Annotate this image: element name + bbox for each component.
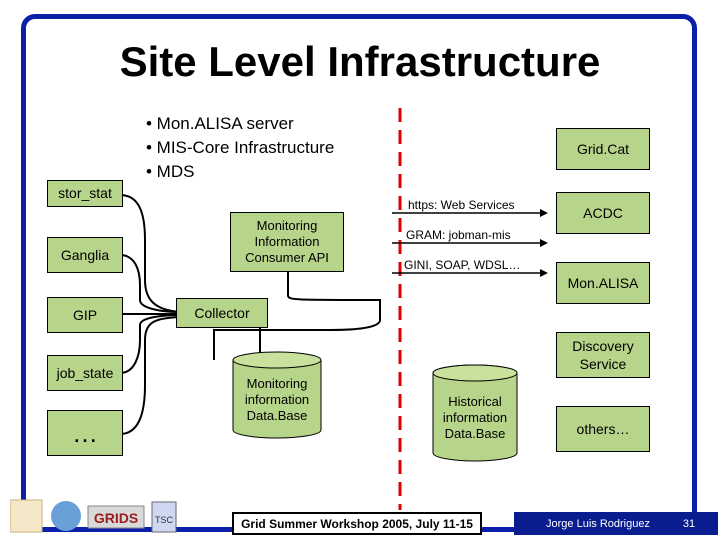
gip-box: GIP (47, 297, 123, 333)
protocol-label: GINI, SOAP, WDSL… (404, 258, 521, 272)
monitoring-api-box: Monitoring Information Consumer API (230, 212, 344, 272)
page-number: 31 (660, 512, 718, 535)
protocol-label: https: Web Services (408, 198, 515, 212)
collector-box: Collector (176, 298, 268, 328)
bullet-list: • Mon.ALISA server • MIS-Core Infrastruc… (146, 112, 334, 184)
slide-title: Site Level Infrastructure (119, 38, 601, 85)
others-box: others… (556, 406, 650, 452)
monitoring-db-top (232, 351, 322, 369)
logo-emblem-icon (10, 499, 43, 533)
bullet-item: • Mon.ALISA server (146, 114, 294, 133)
acdc-box: ACDC (556, 192, 650, 234)
monitoring-db-body (232, 360, 322, 439)
more-items-box: … (47, 410, 123, 456)
discovery-service-box: Discovery Service (556, 332, 650, 378)
monalisa-box: Mon.ALISA (556, 262, 650, 304)
connector-api (213, 272, 381, 360)
connector-ganglia (119, 254, 181, 313)
grids-logo-text: GRIDS (94, 510, 138, 526)
workshop-footer: Grid Summer Workshop 2005, July 11-15 (232, 512, 482, 535)
protocol-label: GRAM: jobman-mis (406, 228, 511, 242)
sponsor-logos: GRIDS TSC (10, 499, 177, 533)
connector-stor (119, 194, 181, 313)
connector-jobstate (119, 314, 181, 374)
monitoring-db-label: Monitoring information Data.Base (244, 376, 310, 423)
gridcat-box: Grid.Cat (556, 128, 650, 170)
ganglia-box: Ganglia (47, 237, 123, 273)
job-state-box: job_state (47, 355, 123, 391)
stor-stat-box: stor_stat (47, 180, 123, 207)
connector-others-left (119, 316, 181, 435)
bullet-item: • MIS-Core Infrastructure (146, 138, 335, 157)
tsc-logo-text: TSC (155, 515, 174, 525)
logo-globe-icon (51, 501, 81, 531)
historical-db-label: Historical information Data.Base (442, 394, 508, 441)
bullet-item: • MDS (146, 162, 195, 181)
author-footer: Jorge Luis Rodriguez (514, 512, 682, 535)
